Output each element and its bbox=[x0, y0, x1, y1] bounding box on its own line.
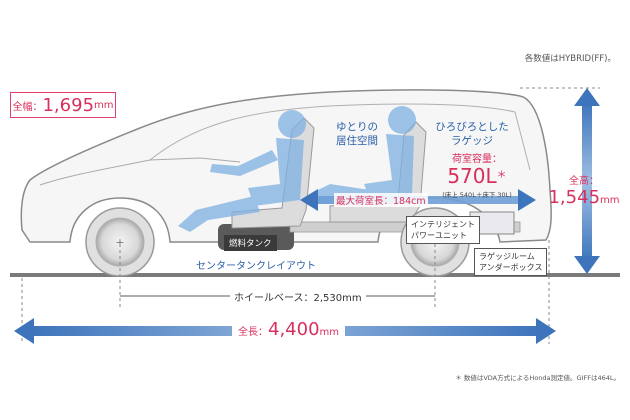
fuel-tank-label: 燃料タンク bbox=[224, 235, 277, 251]
length-label: 全長： bbox=[238, 327, 268, 338]
length-dimension: 全長：4,400mm bbox=[232, 319, 346, 340]
width-label: 全幅： bbox=[12, 101, 43, 113]
luggage-label: 荷室容量： bbox=[452, 154, 502, 165]
max-length-label: 最大荷室長： bbox=[336, 196, 394, 207]
front-space-label: ゆとりの 居住空間 bbox=[336, 121, 378, 147]
length-value: 4,400 bbox=[268, 319, 320, 340]
luggage-capacity: 荷室容量： 570L＊ (床上 540L＋床下 30L) bbox=[432, 150, 522, 199]
luggage-mark: ＊ bbox=[496, 170, 507, 181]
wheelbase-value: 2,530 bbox=[313, 293, 343, 304]
rear-space-label: ひろびろとした ラゲッジ bbox=[435, 121, 509, 147]
svg-text:+: + bbox=[115, 236, 124, 249]
center-tank-label: センタータンクレイアウト bbox=[196, 261, 316, 272]
width-value: 1,695 bbox=[42, 94, 95, 116]
max-luggage-length: 最大荷室長：184cm bbox=[334, 193, 428, 207]
height-unit: mm bbox=[600, 195, 620, 206]
note-bottom: ＊ 数値はVDA方式によるHonda測定値。GIFFは464L。 bbox=[455, 374, 620, 382]
height-dimension: 全高： 1,545mm bbox=[546, 172, 622, 208]
length-unit: mm bbox=[319, 327, 340, 338]
height-label: 全高： bbox=[569, 176, 599, 187]
luggage-sub: (床上 540L＋床下 30L) bbox=[442, 191, 512, 199]
luggage-value: 570L bbox=[447, 164, 497, 188]
max-length-value: 184 bbox=[393, 196, 412, 207]
wheelbase-label: ホイールベース：2,530mm bbox=[230, 289, 366, 304]
front-wheel: + bbox=[85, 207, 155, 277]
front-occupant-figure bbox=[178, 110, 306, 232]
height-value: 1,545 bbox=[548, 187, 601, 208]
ground-line bbox=[10, 273, 620, 277]
height-arrow bbox=[574, 88, 600, 274]
ipu-label: インテリジェント パワーユニット bbox=[406, 216, 480, 244]
max-length-unit: cm bbox=[411, 196, 426, 207]
width-dimension-box: 全幅： 1,695 mm bbox=[10, 92, 116, 118]
underbox-label: ラゲッジルーム アンダーボックス bbox=[474, 248, 548, 276]
note-top: 各数値はHYBRID(FF)。 bbox=[524, 54, 616, 64]
width-unit: mm bbox=[94, 99, 114, 111]
